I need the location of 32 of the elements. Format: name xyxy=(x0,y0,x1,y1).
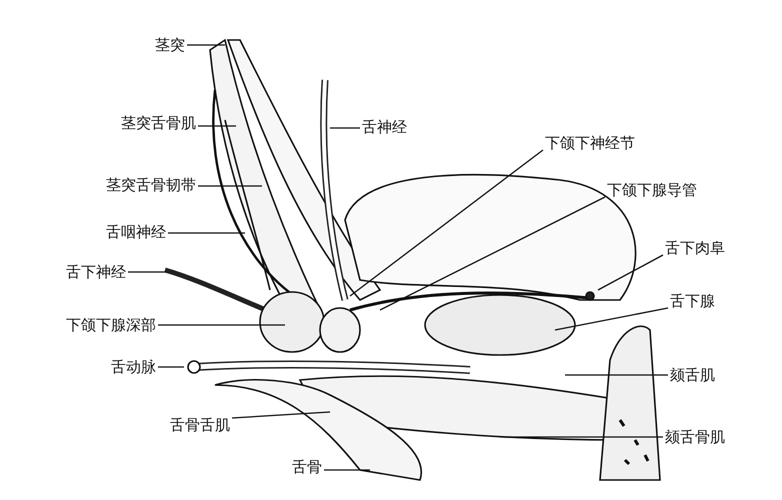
structure-label: 茎突舌骨韧带 xyxy=(106,176,196,194)
structure-label: 颏舌骨肌 xyxy=(665,428,725,446)
leader-line xyxy=(158,366,184,368)
leader-line xyxy=(598,254,664,291)
leader-line xyxy=(554,307,668,331)
leader-line xyxy=(565,374,668,376)
leader-line xyxy=(500,436,663,438)
structure-label: 舌下腺 xyxy=(670,292,715,310)
leader-line xyxy=(198,185,262,187)
structure-label: 舌下肉阜 xyxy=(665,239,725,257)
structure-label: 舌神经 xyxy=(362,118,407,136)
structure-label: 颏舌肌 xyxy=(670,366,715,384)
leader-line xyxy=(324,469,370,471)
structure-label: 下颌下腺导管 xyxy=(607,181,697,199)
structure-label: 舌骨舌肌 xyxy=(170,416,230,434)
structure-label: 舌咽神经 xyxy=(106,223,166,241)
leader-line xyxy=(128,271,166,273)
structure-label: 茎突舌骨肌 xyxy=(121,114,196,132)
leader-line xyxy=(350,149,544,297)
structure-label: 茎突 xyxy=(155,36,185,54)
leader-line xyxy=(168,232,245,234)
leader-line xyxy=(187,44,225,46)
structure-label: 下颌下腺深部 xyxy=(66,316,156,334)
structure-label: 舌骨 xyxy=(292,458,322,476)
leader-line xyxy=(330,127,360,129)
leader-line xyxy=(198,125,236,127)
leader-line xyxy=(158,324,285,326)
leader-line xyxy=(380,196,606,311)
structure-label: 舌下神经 xyxy=(66,263,126,281)
structure-label: 下颌下神经节 xyxy=(545,134,635,152)
structure-label: 舌动脉 xyxy=(111,358,156,376)
leader-line xyxy=(232,411,330,419)
